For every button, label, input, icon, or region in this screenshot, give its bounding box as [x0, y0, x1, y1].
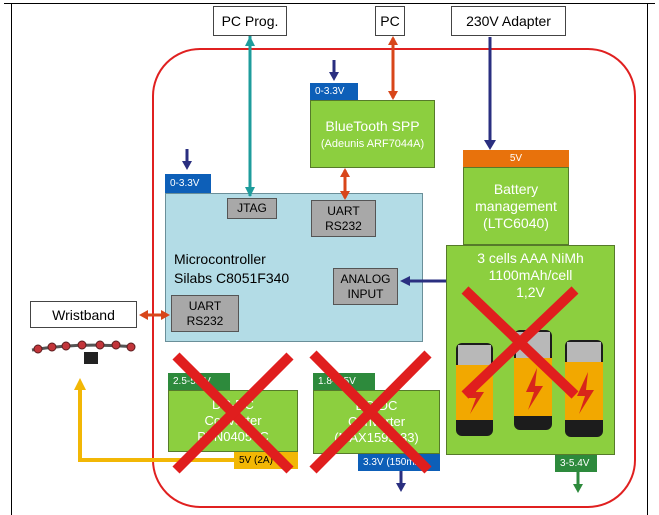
adapter-label: 230V Adapter [466, 13, 551, 29]
mcu-power-head [182, 161, 192, 170]
battery-cell-right [565, 340, 603, 437]
battery-analog-head [400, 276, 410, 286]
wristband-electrode-strip [31, 340, 136, 364]
jtag-arrow-head-bottom [245, 187, 255, 197]
pc-arrow-head-top [388, 36, 398, 45]
battery-output-tag: 3-5.4V [555, 455, 597, 472]
battery-cross [461, 286, 579, 399]
bt-uart-head-bottom [340, 191, 350, 200]
pc-arrow-head-bottom [388, 91, 398, 100]
bluetooth-subtitle: (Adeunis ARF7044A) [320, 138, 425, 150]
bluetooth-power-head [329, 72, 339, 81]
converter1-output-arrow [78, 388, 234, 462]
converter2-cross [309, 350, 432, 474]
bt-uart-head-top [340, 168, 350, 177]
battery-output-head [573, 484, 583, 493]
battery-mgmt-voltage-tag: 5V [463, 150, 569, 167]
uart-wristband-head-left [139, 310, 148, 320]
jtag-label: JTAG [237, 201, 267, 215]
converter1-cross [172, 352, 294, 474]
frame-right-line [647, 3, 648, 515]
frame-top-line [4, 3, 655, 4]
uart-wristband-head-right [161, 310, 170, 320]
mcu-voltage-tag: 0-3.3V [165, 174, 211, 193]
bluetooth-module: BlueTooth SPP (Adeunis ARF7044A) [310, 100, 435, 168]
converter1-output-head [74, 378, 86, 390]
wristband-label: Wristband [52, 306, 115, 323]
bluetooth-title: BlueTooth SPP [325, 118, 420, 134]
pc-prog-label: PC Prog. [221, 13, 279, 29]
jtag-arrow-head-top [245, 36, 255, 46]
adapter-arrow-head [484, 140, 496, 150]
converter2-output-head [396, 483, 406, 492]
adapter-box: 230V Adapter [451, 6, 566, 36]
pc-label: PC [380, 13, 400, 29]
pc-prog-box: PC Prog. [213, 6, 287, 36]
pc-box: PC [375, 6, 405, 36]
wristband-box: Wristband [30, 301, 137, 328]
jtag-box: JTAG [227, 198, 277, 219]
bluetooth-voltage-tag: 0-3.3V [310, 83, 358, 100]
frame-left-line [11, 3, 12, 515]
